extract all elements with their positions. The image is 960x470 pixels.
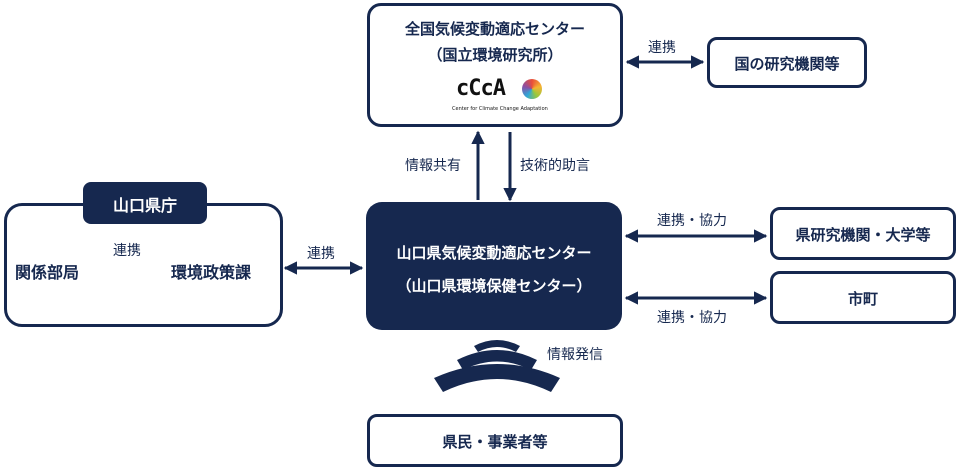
universities-link-label: 連携・協力 xyxy=(657,213,727,229)
ccca-logo-text: cCcA xyxy=(456,76,506,101)
municipalities-link-label: 連携・協力 xyxy=(657,310,727,326)
dept-environment-policy: 環境政策課 xyxy=(171,263,252,282)
citizens-label: 県民・事業者等 xyxy=(442,433,548,451)
ccca-logo-caption: Center for Climate Change Adaptation xyxy=(452,106,548,112)
national-center-title: 全国気候変動適応センター xyxy=(404,20,585,38)
tech-advice-label: 技術的助言 xyxy=(520,158,590,174)
dept-related: 関係部局 xyxy=(15,263,80,282)
local-center-title: 山口県気候変動適応センター xyxy=(396,244,592,262)
municipalities-box: 市町 xyxy=(770,271,956,324)
broadcast-waves-icon xyxy=(434,340,560,392)
internal-link-label: 連携 xyxy=(113,243,141,259)
broadcast-label: 情報発信 xyxy=(547,347,603,363)
ccca-logo-circle-icon xyxy=(522,79,542,99)
national-institutes-label: 国の研究機関等 xyxy=(734,55,840,73)
national-link-label: 連携 xyxy=(648,40,676,56)
national-center-box: 全国気候変動適応センター （国立環境研究所） cCcA Center for C… xyxy=(367,3,623,127)
info-share-label: 情報共有 xyxy=(405,158,461,174)
municipalities-label: 市町 xyxy=(847,290,878,308)
universities-label: 県研究機関・大学等 xyxy=(795,226,931,244)
universities-box: 県研究機関・大学等 xyxy=(770,207,956,260)
prefecture-header-label: 山口県庁 xyxy=(112,196,177,215)
citizens-box: 県民・事業者等 xyxy=(367,414,623,467)
local-center-subtitle: （山口県環境保健センター） xyxy=(396,277,592,295)
prefecture-link-label: 連携 xyxy=(307,246,335,262)
prefecture-header: 山口県庁 xyxy=(83,182,207,224)
local-center-box: 山口県気候変動適応センター （山口県環境保健センター） xyxy=(366,202,622,330)
national-institutes-box: 国の研究機関等 xyxy=(707,37,867,88)
ccca-logo: cCcA Center for Climate Change Adaptatio… xyxy=(452,76,556,120)
national-center-subtitle: （国立環境研究所） xyxy=(427,46,563,64)
